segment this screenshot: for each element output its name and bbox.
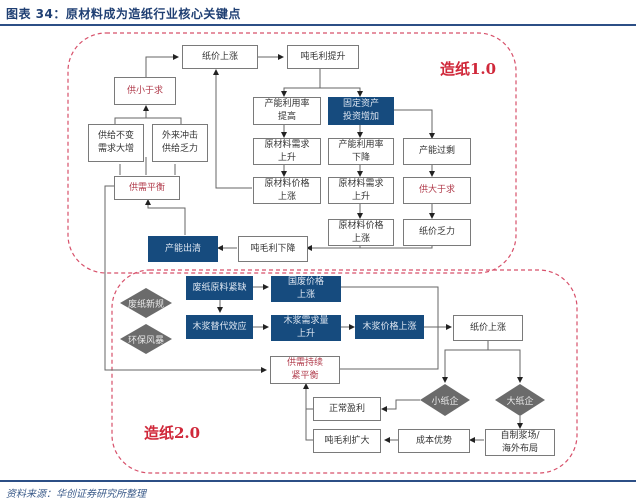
node-ton-profit-down: 吨毛利下降	[238, 236, 308, 262]
diamond-label: 大纸企	[506, 396, 534, 407]
node-capacity-util-up: 产能利用率 提高	[253, 97, 321, 125]
node-raw-demand-up-b: 原材料需求 上升	[328, 177, 394, 204]
era1-container	[67, 32, 517, 274]
node-capacity-exit: 产能出清	[148, 236, 218, 262]
node-raw-price-up-a: 原材料价格 上涨	[253, 177, 321, 204]
node-overcapacity: 产能过剩	[403, 138, 471, 165]
node-supply-same-demand-up: 供给不变 需求大增	[88, 124, 144, 162]
diamond-new-waste-rule: 废纸新规	[120, 288, 172, 318]
diamond-label: 小纸企	[431, 396, 459, 407]
source-note: 资料来源：华创证券研究所整理	[6, 489, 146, 500]
node-ton-profit-expand: 吨毛利扩大	[313, 429, 381, 453]
node-normal-profit: 正常盈利	[313, 397, 381, 421]
node-capacity-util-down: 产能利用率 下降	[328, 138, 394, 165]
diamond-small-firm: 小纸企	[420, 384, 470, 416]
diamond-large-firm: 大纸企	[495, 384, 545, 416]
era2-container	[111, 269, 578, 474]
node-supply-gt-demand: 供大于求	[403, 177, 471, 204]
node-raw-price-up-b: 原材料价格 上涨	[328, 219, 394, 246]
node-ton-profit-up: 吨毛利提升	[287, 45, 359, 69]
era1-label: 造纸1.0	[440, 60, 497, 78]
footer-divider	[0, 480, 636, 482]
figure-title: 图表 34：原材料成为造纸行业核心关键点	[6, 7, 241, 21]
title-divider	[0, 24, 636, 26]
node-supply-demand-balance: 供需平衡	[114, 176, 180, 200]
node-raw-demand-up-a: 原材料需求 上升	[253, 138, 321, 165]
node-paper-price-weak: 纸价乏力	[403, 219, 471, 246]
node-pulp-price-up: 木浆价格上涨	[355, 315, 424, 339]
era2-label: 造纸2.0	[144, 424, 201, 442]
node-pulp-demand-up: 木浆需求量 上升	[271, 315, 341, 341]
node-fixed-asset-invest: 固定资产 投资增加	[328, 97, 394, 125]
diamond-label: 废纸新规	[127, 299, 164, 310]
node-waste-shortage: 废纸原料紧缺	[186, 276, 253, 300]
node-domestic-waste-price-up: 国废价格 上涨	[271, 276, 341, 302]
node-sustained-imbalance: 供需持续 紧平衡	[270, 356, 340, 384]
node-external-shock: 外来冲击 供给乏力	[152, 124, 208, 162]
diamond-env-storm: 环保风暴	[120, 324, 172, 354]
node-paper-price-up: 纸价上涨	[182, 45, 258, 69]
node-cost-advantage: 成本优势	[398, 429, 470, 453]
node-own-pulp-overseas: 自制浆场/ 海外布局	[485, 429, 555, 456]
node-paper-price-up-2: 纸价上涨	[453, 315, 523, 341]
diamond-label: 环保风暴	[127, 335, 164, 346]
node-supply-lt-demand: 供小于求	[114, 77, 176, 105]
node-pulp-substitution: 木浆替代效应	[186, 315, 253, 339]
